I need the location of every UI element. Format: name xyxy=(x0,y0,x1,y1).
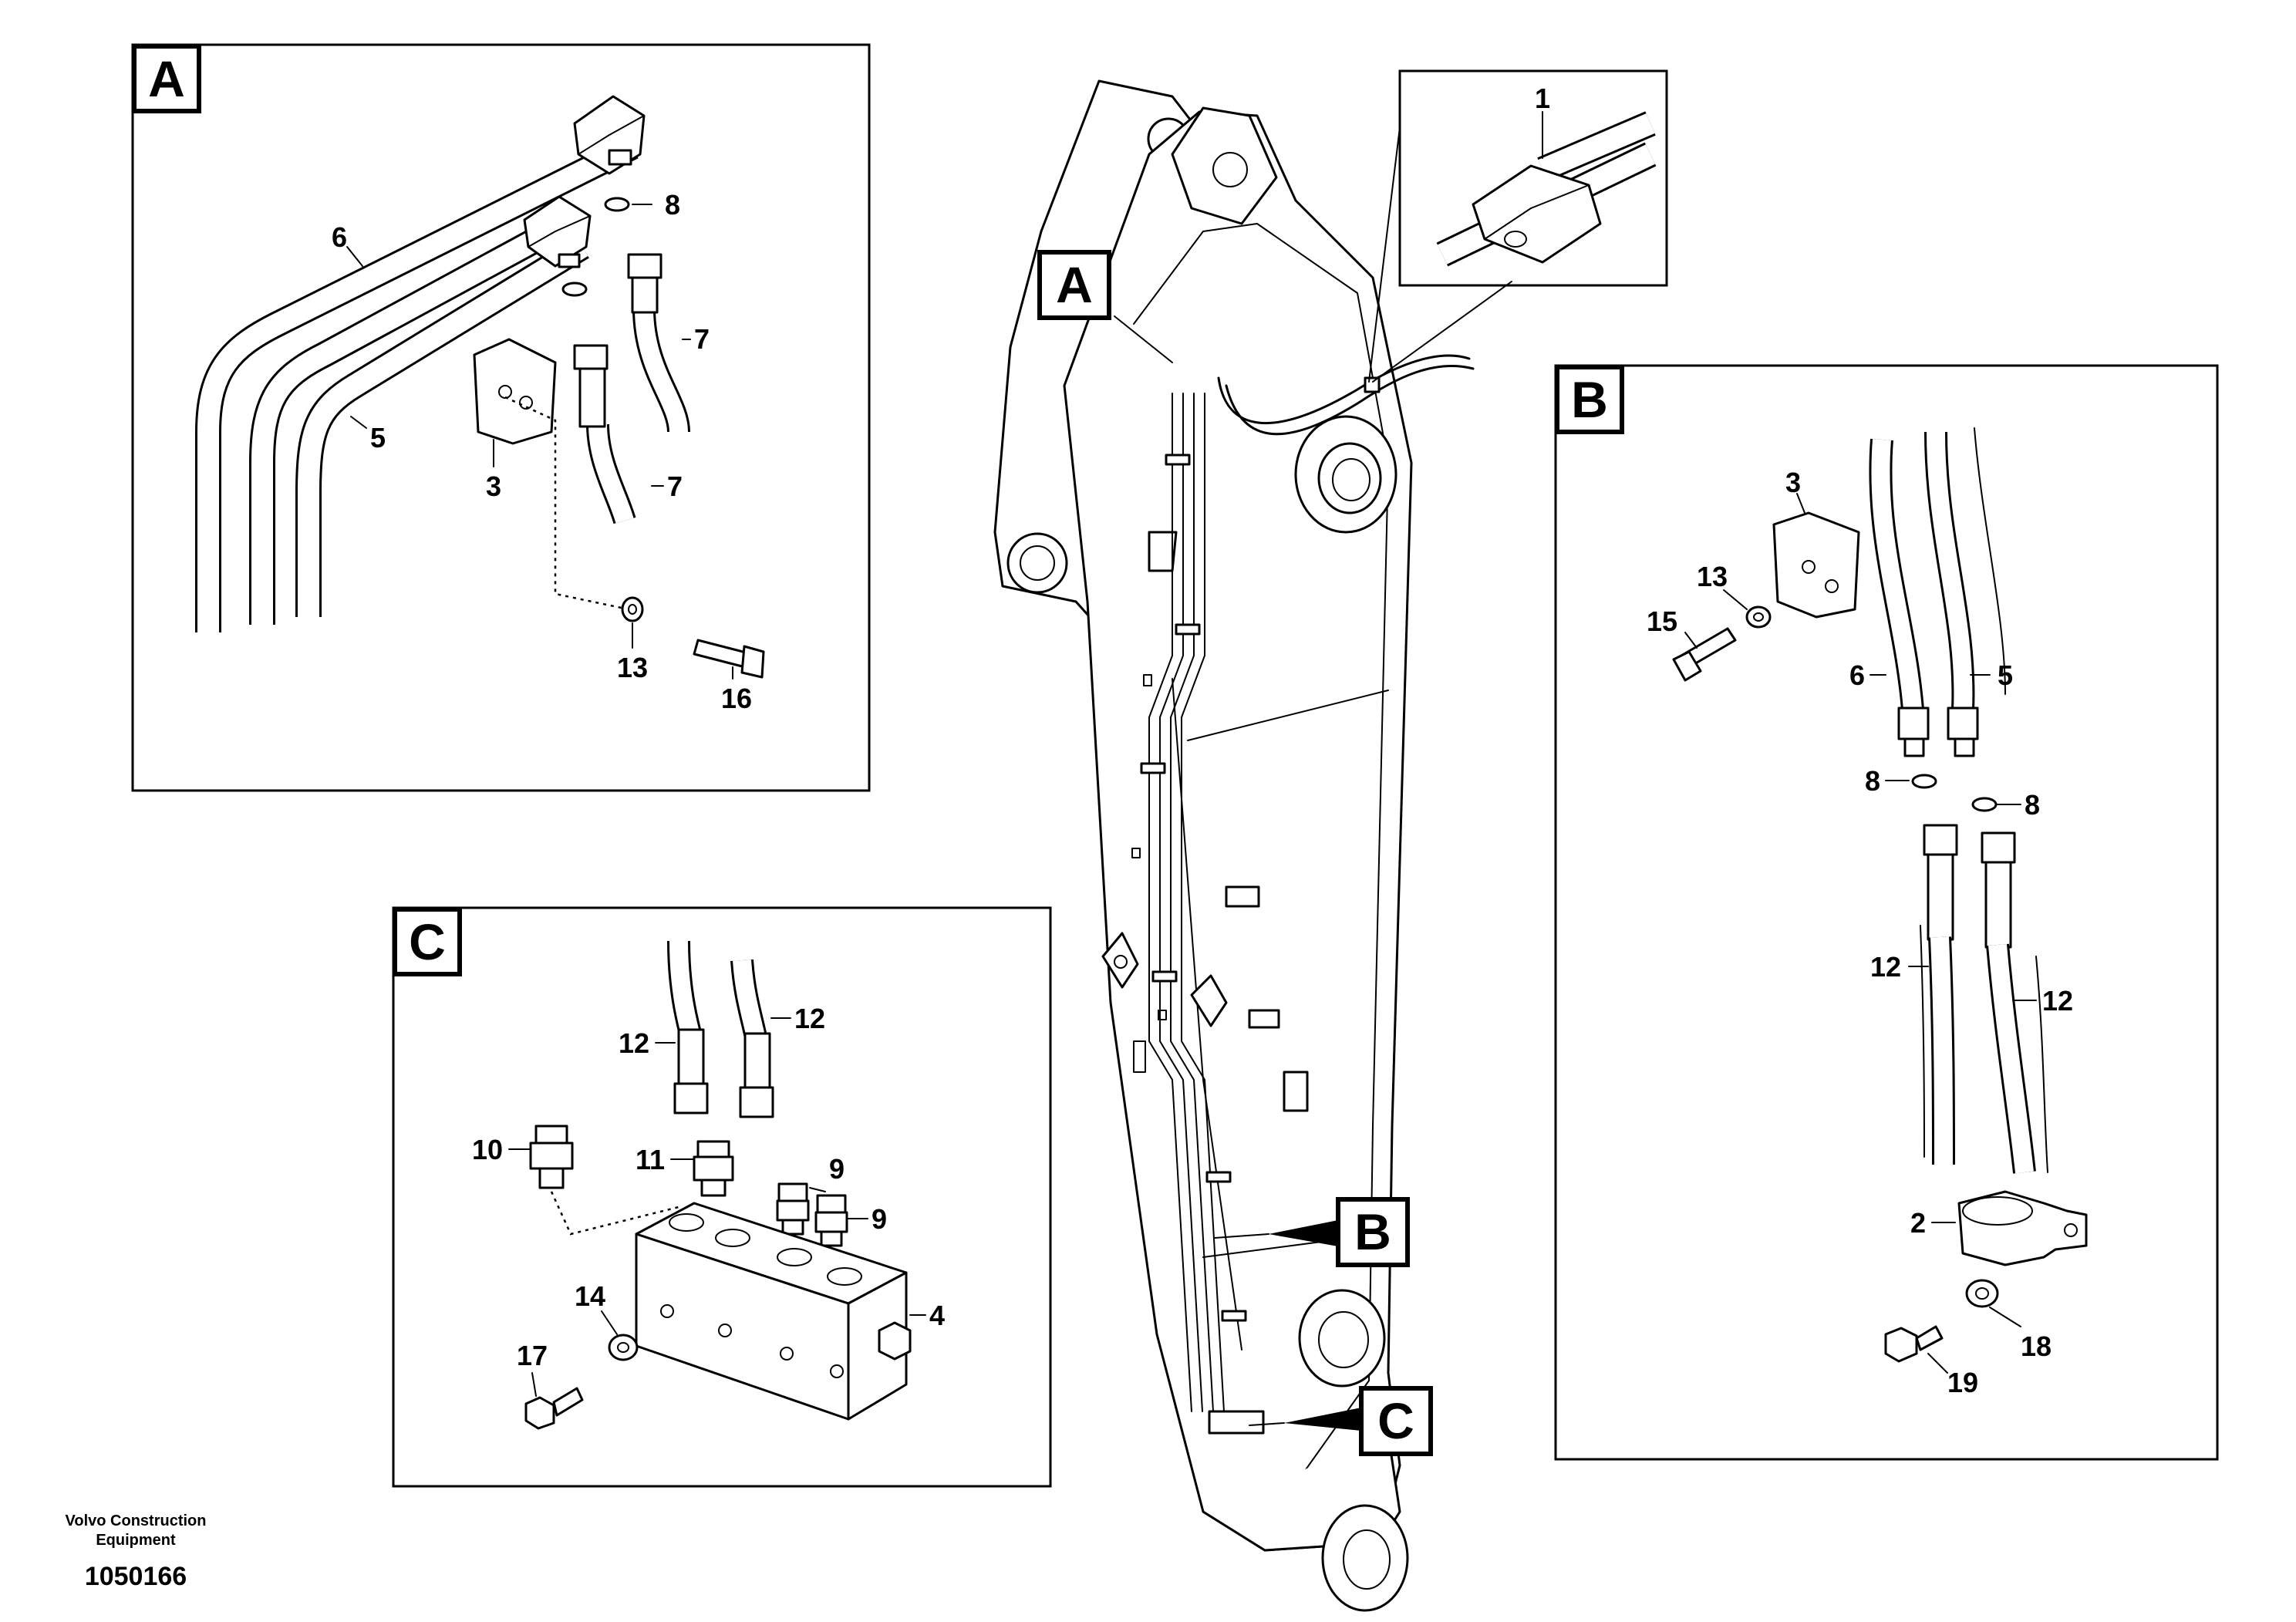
boom-callout-c-label: C xyxy=(1377,1392,1414,1449)
callout-c-12-right: 12 xyxy=(794,1003,825,1034)
callout-a-5: 5 xyxy=(370,422,386,454)
callout-c-9-top: 9 xyxy=(829,1153,845,1185)
callout-c-9-bottom: 9 xyxy=(872,1203,887,1235)
callout-c-14: 14 xyxy=(575,1280,605,1312)
callout-b-8-right: 8 xyxy=(2025,789,2040,821)
boom-callout-c: C xyxy=(1359,1386,1433,1456)
boom-callout-a: A xyxy=(1037,250,1111,320)
callout-a-7-top: 7 xyxy=(694,323,710,355)
boom-callout-a-label: A xyxy=(1056,256,1093,313)
inset-clip-detail: 1 xyxy=(1398,69,1668,287)
callout-b-15: 15 xyxy=(1647,605,1677,637)
callout-b-3: 3 xyxy=(1785,467,1801,498)
boom-callout-b: B xyxy=(1336,1197,1410,1267)
callout-c-12-left: 12 xyxy=(619,1027,649,1059)
boom-callout-b-label: B xyxy=(1354,1203,1391,1260)
drawing-number: 1050166 xyxy=(85,1562,187,1591)
callout-b-13: 13 xyxy=(1697,561,1728,592)
callout-a-13: 13 xyxy=(617,652,648,683)
callout-c-4: 4 xyxy=(929,1300,945,1331)
detail-a-tag: A xyxy=(148,50,185,107)
footer: Volvo Construction Equipment 1050166 xyxy=(66,1512,207,1591)
callout-a-16: 16 xyxy=(721,683,752,714)
callout-b-12-left: 12 xyxy=(1870,951,1901,983)
callout-b-18: 18 xyxy=(2021,1330,2052,1362)
callout-a-8: 8 xyxy=(665,189,680,221)
callout-a-3: 3 xyxy=(486,470,501,502)
callout-b-12-right: 12 xyxy=(2042,985,2073,1017)
callout-inset-1: 1 xyxy=(1535,83,1550,114)
detail-c: C xyxy=(392,906,1052,1488)
callout-b-5: 5 xyxy=(1998,659,2013,691)
callout-b-6: 6 xyxy=(1849,659,1865,691)
callout-a-6: 6 xyxy=(332,221,347,253)
callout-c-11: 11 xyxy=(636,1144,665,1175)
company-name-line2: Equipment xyxy=(96,1532,176,1549)
company-name-line1: Volvo Construction xyxy=(66,1512,207,1529)
callout-b-8-left: 8 xyxy=(1865,765,1880,797)
callout-c-17: 17 xyxy=(517,1340,548,1371)
detail-a: A xyxy=(131,43,871,792)
boom-assembly xyxy=(993,79,1512,1612)
callout-c-10: 10 xyxy=(472,1134,503,1165)
detail-c-tag: C xyxy=(409,913,446,970)
callout-a-7-bottom: 7 xyxy=(667,470,683,502)
detail-b-tag: B xyxy=(1571,371,1608,428)
callout-b-19: 19 xyxy=(1947,1367,1978,1398)
callout-b-2: 2 xyxy=(1910,1207,1926,1239)
detail-b: B xyxy=(1554,364,2219,1461)
